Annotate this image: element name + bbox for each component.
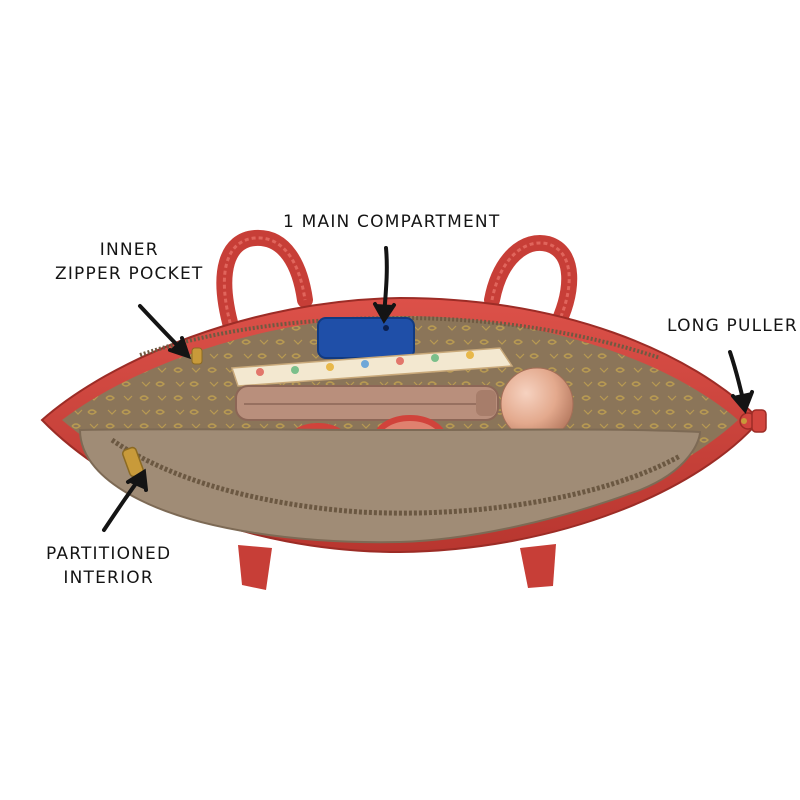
- inner-zipper-pull: [191, 347, 203, 365]
- arrow-long-puller: [728, 350, 754, 414]
- arrow-inner-zipper-pocket: [138, 304, 192, 360]
- phone: [317, 317, 415, 359]
- arrow-partitioned-interior: [102, 468, 148, 532]
- arrow-main-compartment: [373, 246, 396, 324]
- label-long-puller: LONG PULLER: [667, 314, 798, 338]
- label-main-compartment-text: 1 MAIN COMPARTMENT: [283, 212, 501, 232]
- label-partitioned-interior-line1: PARTITIONED: [46, 544, 172, 564]
- long-puller: [739, 409, 767, 433]
- label-main-compartment: 1 MAIN COMPARTMENT: [283, 210, 500, 234]
- label-inner-zipper-pocket: INNER ZIPPER POCKET: [55, 238, 204, 286]
- floral-notebook: [230, 347, 514, 387]
- top-zipper: [139, 315, 661, 360]
- partition-zipper: [110, 437, 682, 516]
- label-inner-zipper-pocket-line2: ZIPPER POCKET: [55, 264, 204, 284]
- label-inner-zipper-pocket-line1: INNER: [99, 240, 159, 260]
- partition-panel: [78, 428, 702, 544]
- wallet: [235, 385, 499, 421]
- label-long-puller-text: LONG PULLER: [667, 316, 798, 336]
- label-partitioned-interior-line2: INTERIOR: [63, 568, 154, 588]
- label-partitioned-interior: PARTITIONED INTERIOR: [46, 542, 171, 590]
- bag-handles: [216, 229, 578, 590]
